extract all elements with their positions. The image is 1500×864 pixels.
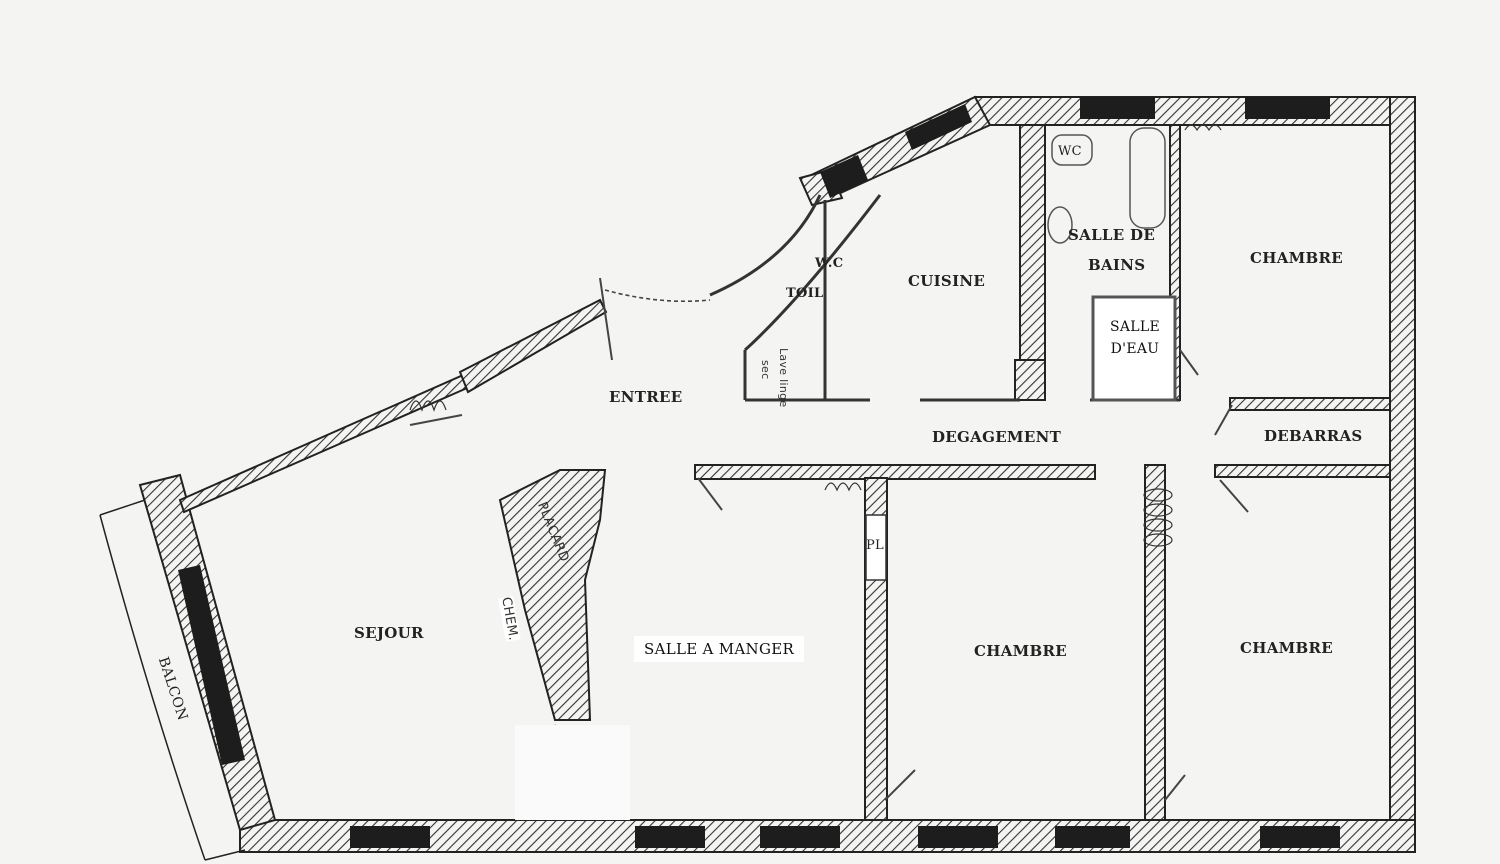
label-sec: sec <box>759 360 772 380</box>
wc-toilet-icon <box>1051 134 1093 166</box>
room-label-cuisine: CUISINE <box>908 272 986 290</box>
room-label-degagement: DEGAGEMENT <box>932 428 1062 446</box>
room-label-chambre-se: CHAMBRE <box>1240 639 1334 657</box>
room-label-chambre-mid: CHAMBRE <box>974 642 1068 660</box>
salle-deau-box <box>1091 295 1177 402</box>
room-label-salle-de-bains-b: BAINS <box>1088 256 1146 274</box>
sink-icon <box>1047 206 1073 244</box>
room-label-entree: ENTREE <box>609 388 683 406</box>
scan-patch <box>515 725 630 820</box>
room-label-debarras: DEBARRAS <box>1264 427 1363 445</box>
room-label-salle-deau-a: SALLE <box>1109 319 1160 335</box>
windows <box>178 97 1340 848</box>
room-label-salle-a-manger: SALLE A MANGER <box>634 636 805 662</box>
fixture-label-wc: WC <box>1058 144 1082 159</box>
radiators <box>409 124 1222 547</box>
interior-walls <box>498 124 1391 821</box>
room-label-salle-de-bains-a: SALLE DE <box>1068 226 1156 244</box>
label-lave-linge: Lave linge <box>777 348 790 408</box>
room-label-wc-b: TOIL <box>786 286 824 301</box>
pl-closet-box <box>865 514 887 581</box>
room-label-wc-a: W.C <box>815 256 844 271</box>
balcon-outline <box>99 499 246 861</box>
room-label-pl: PL <box>866 538 884 553</box>
room-label-sejour: SEJOUR <box>354 624 424 642</box>
bathtub-icon <box>1129 127 1166 229</box>
room-label-chambre-ne: CHAMBRE <box>1250 249 1344 267</box>
room-label-salle-deau-b: D'EAU <box>1110 341 1160 357</box>
door-leaves <box>409 277 1249 809</box>
